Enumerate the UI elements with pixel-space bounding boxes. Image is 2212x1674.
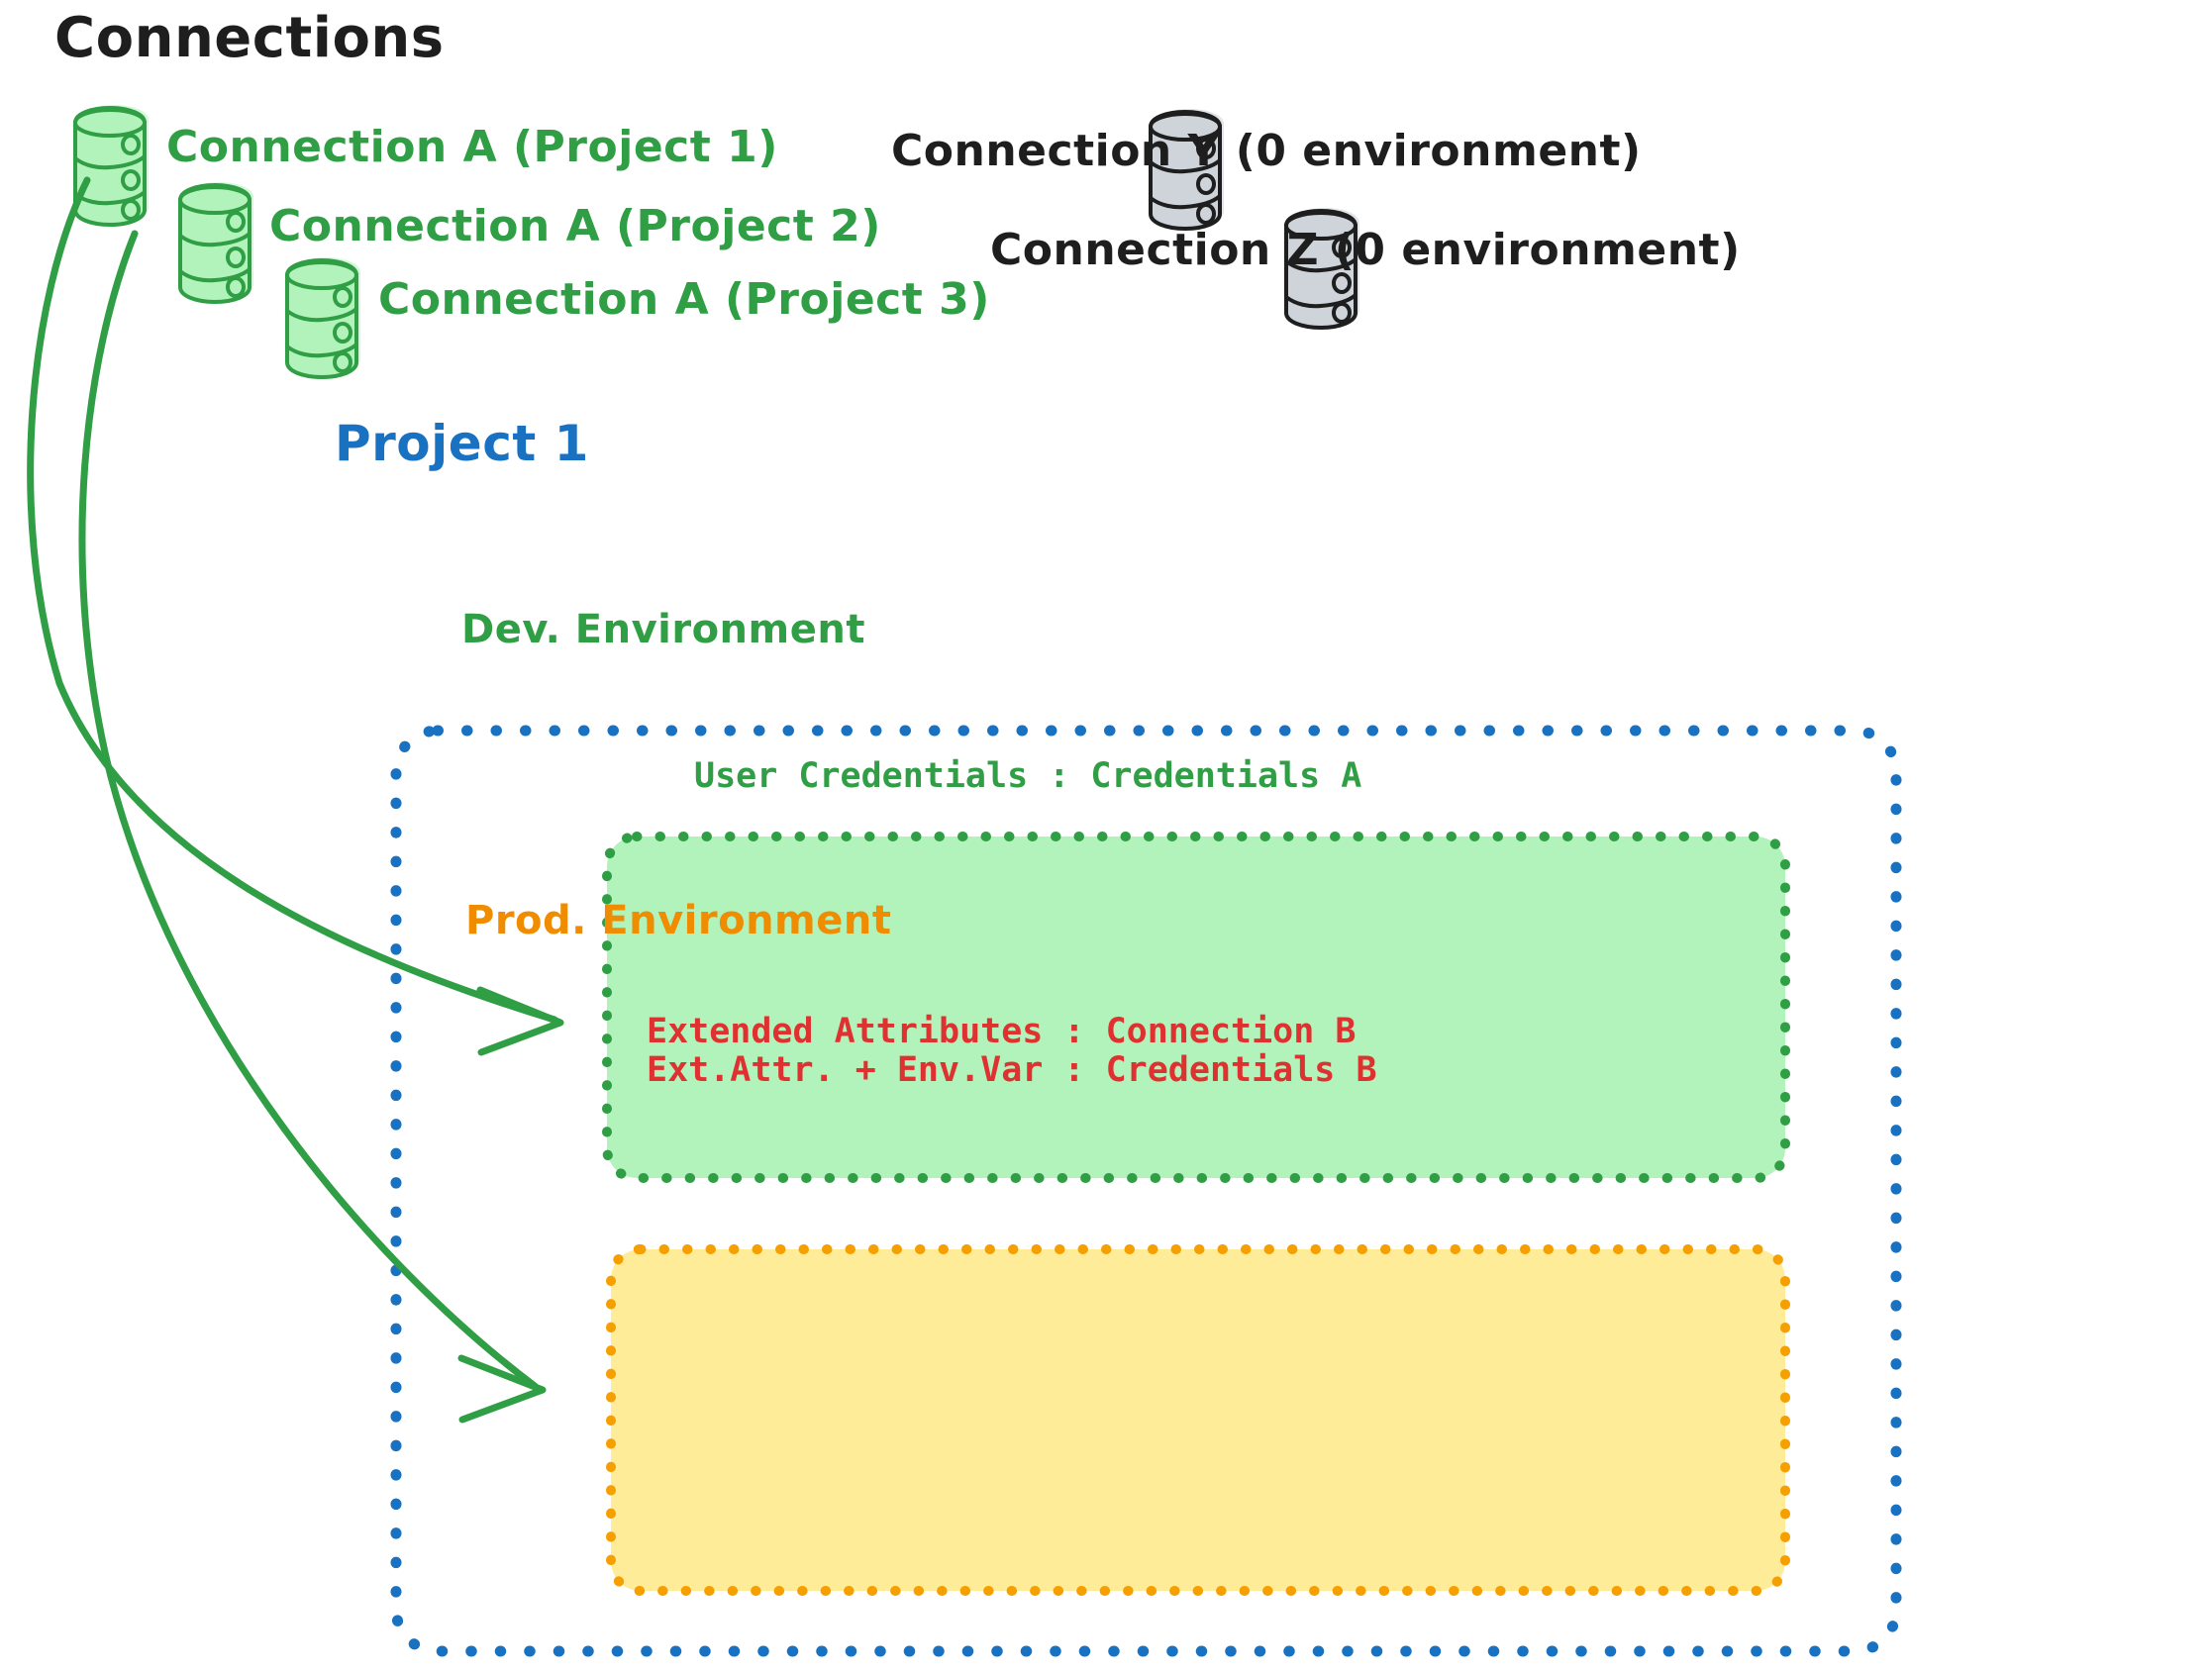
database-cylinder-icon-connection-a-project-2 — [178, 182, 253, 304]
project-1-boundary — [390, 725, 1902, 1657]
project-title: Project 1 — [335, 415, 589, 472]
prod-environment-row-extended-attributes: Extended Attributes : Connection B — [647, 1012, 1357, 1051]
connection-label-a-project-1: Connection A (Project 1) — [166, 122, 778, 172]
connection-label-a-project-3: Connection A (Project 3) — [378, 274, 990, 325]
dev-environment-box — [602, 832, 1790, 1183]
prod-environment-title: Prod. Environment — [465, 898, 892, 943]
dev-environment-title: Dev. Environment — [461, 607, 865, 652]
connection-label-z: Connection Z (0 environment) — [990, 225, 1741, 275]
arrow-connection-a-to-prod-environment — [78, 230, 547, 1424]
prod-environment-row-ext-attr-env-var: Ext.Attr. + Env.Var : Credentials B — [647, 1050, 1377, 1090]
arrow-connection-a-to-dev-environment — [27, 176, 564, 1056]
database-cylinder-icon-connection-y — [1149, 109, 1224, 231]
page-title: Connections — [54, 6, 445, 70]
prod-environment-box — [606, 1244, 1790, 1596]
database-cylinder-icon-connection-z — [1284, 208, 1359, 330]
dev-environment-row-user-credentials: User Credentials : Credentials A — [694, 756, 1362, 796]
database-cylinder-icon-connection-a-project-1 — [73, 105, 149, 227]
connection-label-y: Connection Y (0 environment) — [891, 126, 1642, 176]
database-cylinder-icon-connection-a-project-3 — [285, 257, 360, 379]
connection-label-a-project-2: Connection A (Project 2) — [269, 201, 881, 251]
